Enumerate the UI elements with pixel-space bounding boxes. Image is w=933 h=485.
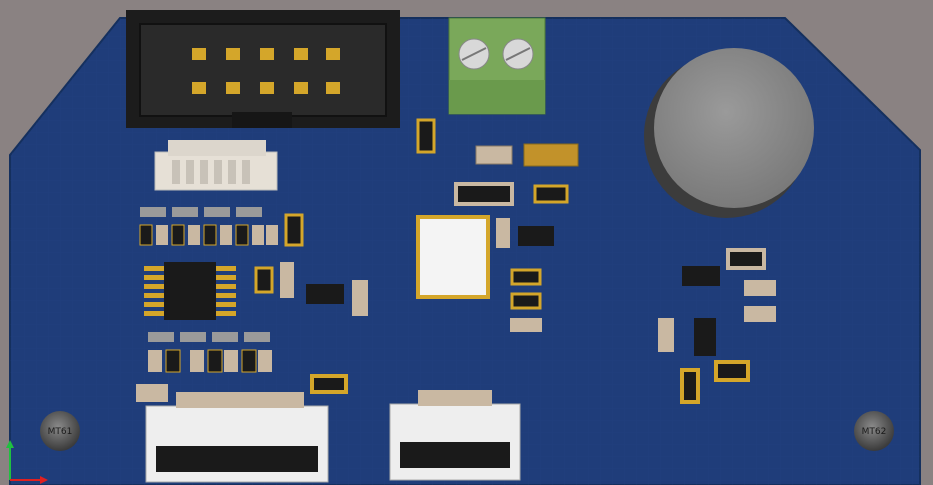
- qfn-module: [416, 215, 490, 299]
- sot-transistors: [306, 226, 720, 356]
- terminal-block: [448, 17, 546, 115]
- ffc-connector-right: [389, 390, 521, 481]
- mounting-hole-right-label: MT62: [862, 427, 887, 437]
- passives: [136, 118, 776, 404]
- jst-connector: [154, 140, 278, 191]
- mounting-hole-right: [854, 411, 894, 451]
- box-header-connector: [126, 10, 400, 128]
- ffc-connector-left: [145, 392, 329, 483]
- mounting-hole-left-label: MT61: [48, 427, 73, 437]
- mounting-hole-left: [40, 411, 80, 451]
- soic-ic: [144, 262, 236, 320]
- buzzer: [644, 48, 814, 218]
- axis-gizmo: [6, 440, 48, 484]
